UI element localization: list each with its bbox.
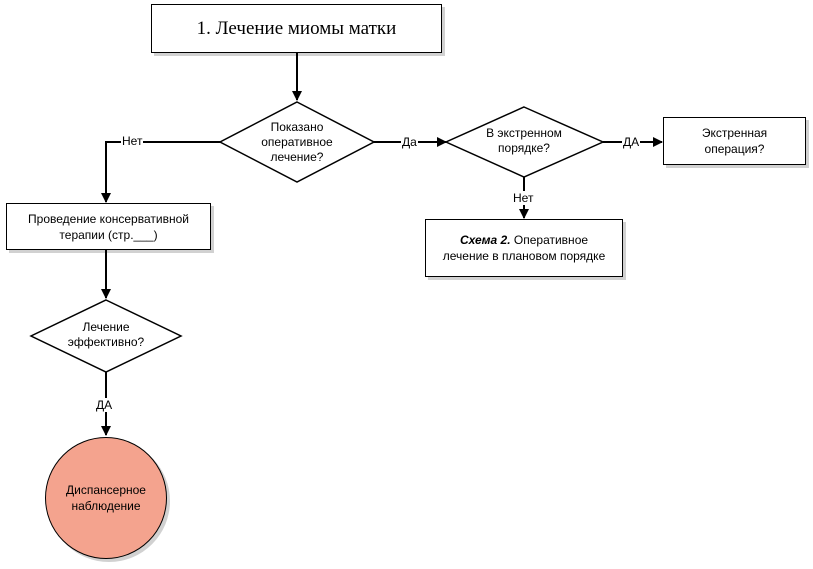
scheme2-line2: лечение в плановом порядке bbox=[442, 249, 606, 263]
decision-operative-line1: Показано bbox=[270, 119, 324, 134]
arrow-operative-no-to-conservative bbox=[101, 141, 220, 203]
decision-operative-text: Показано оперативное лечение? bbox=[240, 116, 354, 168]
label-no-left: Нет bbox=[121, 134, 144, 148]
scheme2-bold: Схема 2. bbox=[459, 233, 511, 247]
decision-emergency-line2: порядке? bbox=[498, 141, 550, 155]
decision-effective-diamond bbox=[29, 299, 183, 373]
decision-operative-diamond bbox=[218, 101, 376, 183]
emergency-operation-box: Экстренная операция? bbox=[663, 117, 806, 165]
decision-emergency-text: В экстренном порядке? bbox=[466, 124, 582, 158]
title-box: 1. Лечение миомы матки bbox=[151, 4, 442, 53]
decision-operative-line2: оперативное bbox=[261, 134, 333, 149]
decision-effective-line2: эффективно? bbox=[67, 335, 145, 349]
terminal-circle: Диспансерное наблюдение bbox=[45, 437, 167, 559]
conservative-therapy-line2: терапии (стр.___) bbox=[59, 227, 158, 242]
scheme2-rest: Оперативное bbox=[510, 233, 589, 247]
scheme2-line1: Схема 2. Оперативное bbox=[460, 232, 588, 248]
emergency-operation-line2: операция? bbox=[704, 142, 765, 156]
label-yes-bottom: ДА bbox=[95, 398, 114, 412]
decision-emergency-diamond bbox=[444, 106, 605, 178]
decision-effective-text: Лечение эффективно? bbox=[51, 318, 161, 352]
conservative-therapy-line1: Проведение консервативной bbox=[28, 211, 189, 226]
terminal-line2: наблюдение bbox=[71, 499, 141, 513]
decision-emergency-line1: В экстренном bbox=[486, 126, 562, 140]
conservative-therapy-box: Проведение консервативной терапии (стр._… bbox=[6, 203, 211, 250]
scheme2-box: Схема 2. Оперативное лечение в плановом … bbox=[425, 219, 623, 277]
label-no-below: Нет bbox=[512, 191, 535, 205]
emergency-operation-line1: Экстренная bbox=[701, 126, 768, 140]
terminal-line1: Диспансерное bbox=[66, 483, 146, 497]
decision-effective-line1: Лечение bbox=[82, 320, 130, 334]
title-text: 1. Лечение миомы матки bbox=[196, 17, 397, 39]
decision-operative-line3: лечение? bbox=[270, 149, 324, 164]
label-yes-upper: ДА bbox=[622, 135, 641, 149]
label-yes-right: Да bbox=[401, 135, 418, 149]
